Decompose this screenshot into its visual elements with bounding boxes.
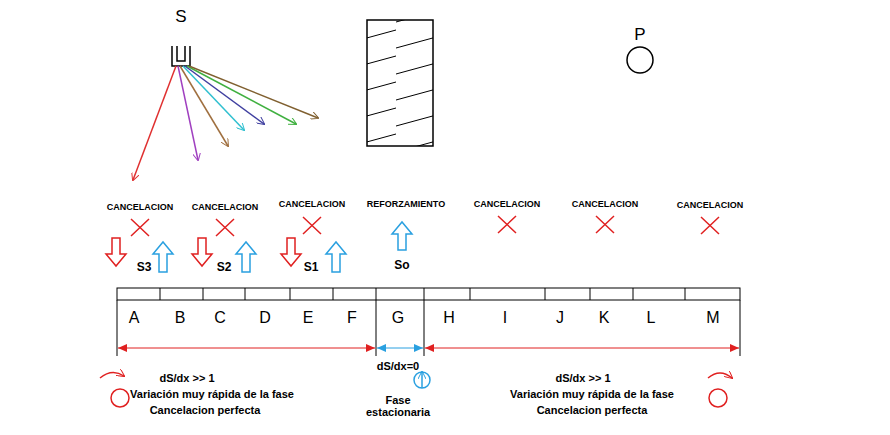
position-letter: B [175, 309, 186, 327]
position-letter: A [129, 309, 140, 327]
node-label: P [620, 26, 660, 43]
formula-label: dS/dx >> 1 [555, 372, 610, 384]
bar-divider [590, 288, 591, 300]
bar-divider [424, 288, 425, 300]
bar-divider [376, 288, 377, 300]
note-label: Variación muy rápida de la fase [130, 388, 294, 400]
bar-divider [333, 288, 334, 300]
bar-divider [290, 288, 291, 300]
note-label: Cancelacion perfecta [537, 404, 648, 416]
bar-divider [470, 288, 471, 300]
node-label: S [166, 8, 196, 25]
position-letter: D [259, 309, 271, 327]
formula-label: dS/dx=0 [377, 360, 420, 372]
position-letter: F [347, 309, 357, 327]
position-letter: I [503, 309, 507, 327]
status-label: CANCELACION [192, 203, 259, 213]
position-letter: G [392, 309, 404, 327]
position-letter: H [443, 309, 455, 327]
bar-divider [203, 288, 204, 300]
bar-divider [545, 288, 546, 300]
position-letter: L [647, 309, 656, 327]
position-letter: C [214, 309, 226, 327]
bar-divider [685, 288, 686, 300]
position-letter: K [599, 309, 610, 327]
source-label: S2 [217, 261, 232, 274]
source-label: S1 [304, 261, 319, 274]
status-label: REFORZAMIENTO [367, 200, 445, 210]
bar-divider [245, 288, 246, 300]
formula-label: dS/dx >> 1 [159, 372, 214, 384]
position-letter: M [706, 309, 719, 327]
bar-divider [633, 288, 634, 300]
status-label: CANCELACION [107, 203, 174, 213]
source-label: So [394, 259, 409, 272]
bar-divider [160, 288, 161, 300]
status-label: CANCELACION [572, 200, 639, 210]
note-label: Fase estacionaria [366, 394, 430, 418]
source-node: S [166, 8, 196, 28]
source-label: S3 [137, 261, 152, 274]
position-letter: E [303, 309, 314, 327]
note-label: Variación muy rápida de la fase [510, 388, 674, 400]
position-letter: J [556, 309, 564, 327]
note-label: Cancelacion perfecta [150, 404, 261, 416]
status-label: CANCELACION [677, 201, 744, 211]
status-label: CANCELACION [279, 200, 346, 210]
point-node: P [620, 26, 660, 76]
status-label: CANCELACION [474, 200, 541, 210]
